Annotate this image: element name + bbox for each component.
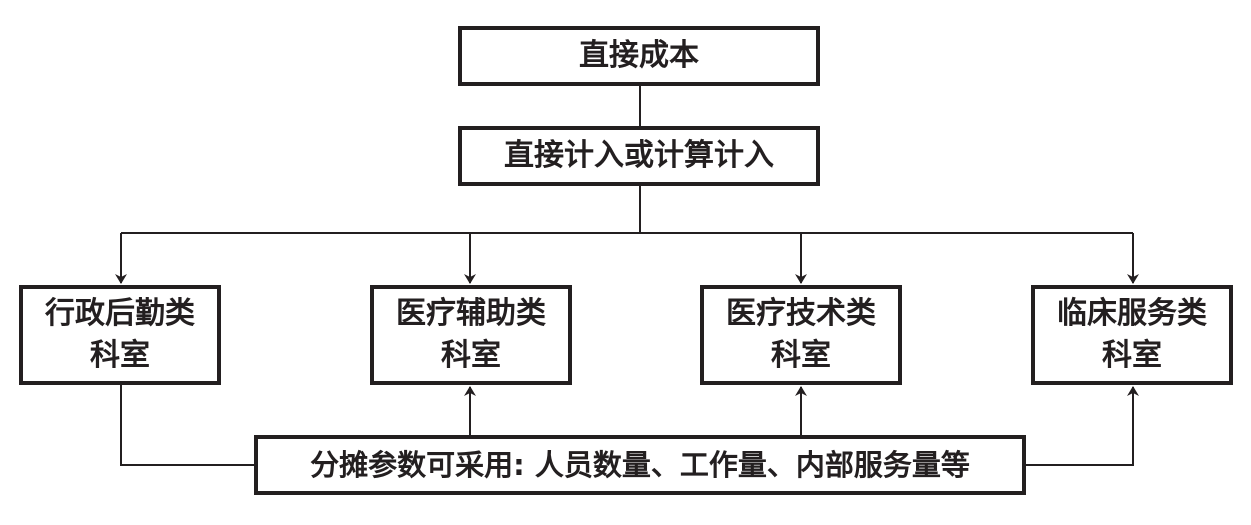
dept-aux-line2: 科室 bbox=[441, 338, 501, 373]
dept-box-tech: 医疗技术类 科室 bbox=[700, 285, 902, 385]
dept-admin-line2: 科室 bbox=[90, 338, 150, 373]
dept-box-aux: 医疗辅助类 科室 bbox=[370, 285, 572, 385]
dept-admin-line1: 行政后勤类 bbox=[45, 296, 195, 331]
dept-clinical-line2: 科室 bbox=[1102, 338, 1162, 373]
direct-cost-box: 直接成本 bbox=[458, 26, 820, 86]
dept-box-admin: 行政后勤类 科室 bbox=[19, 285, 221, 385]
direct-or-calc-box: 直接计入或计算计入 bbox=[458, 126, 820, 186]
dept-tech-line2: 科室 bbox=[771, 338, 831, 373]
dept-tech-line1: 医疗技术类 bbox=[726, 296, 876, 331]
allocation-params-box: 分摊参数可采用: 人员数量、工作量、内部服务量等 bbox=[254, 435, 1026, 495]
dept-clinical-line1: 临床服务类 bbox=[1057, 296, 1207, 331]
dept-aux-line1: 医疗辅助类 bbox=[396, 296, 546, 331]
direct-cost-label: 直接成本 bbox=[579, 38, 699, 73]
direct-or-calc-label: 直接计入或计算计入 bbox=[504, 138, 774, 173]
allocation-params-label: 分摊参数可采用: 人员数量、工作量、内部服务量等 bbox=[310, 448, 970, 482]
arrow-params-to-clinical bbox=[1026, 386, 1139, 466]
dept-box-clinical: 临床服务类 科室 bbox=[1031, 285, 1233, 385]
connector-admin-to-params bbox=[120, 385, 254, 466]
